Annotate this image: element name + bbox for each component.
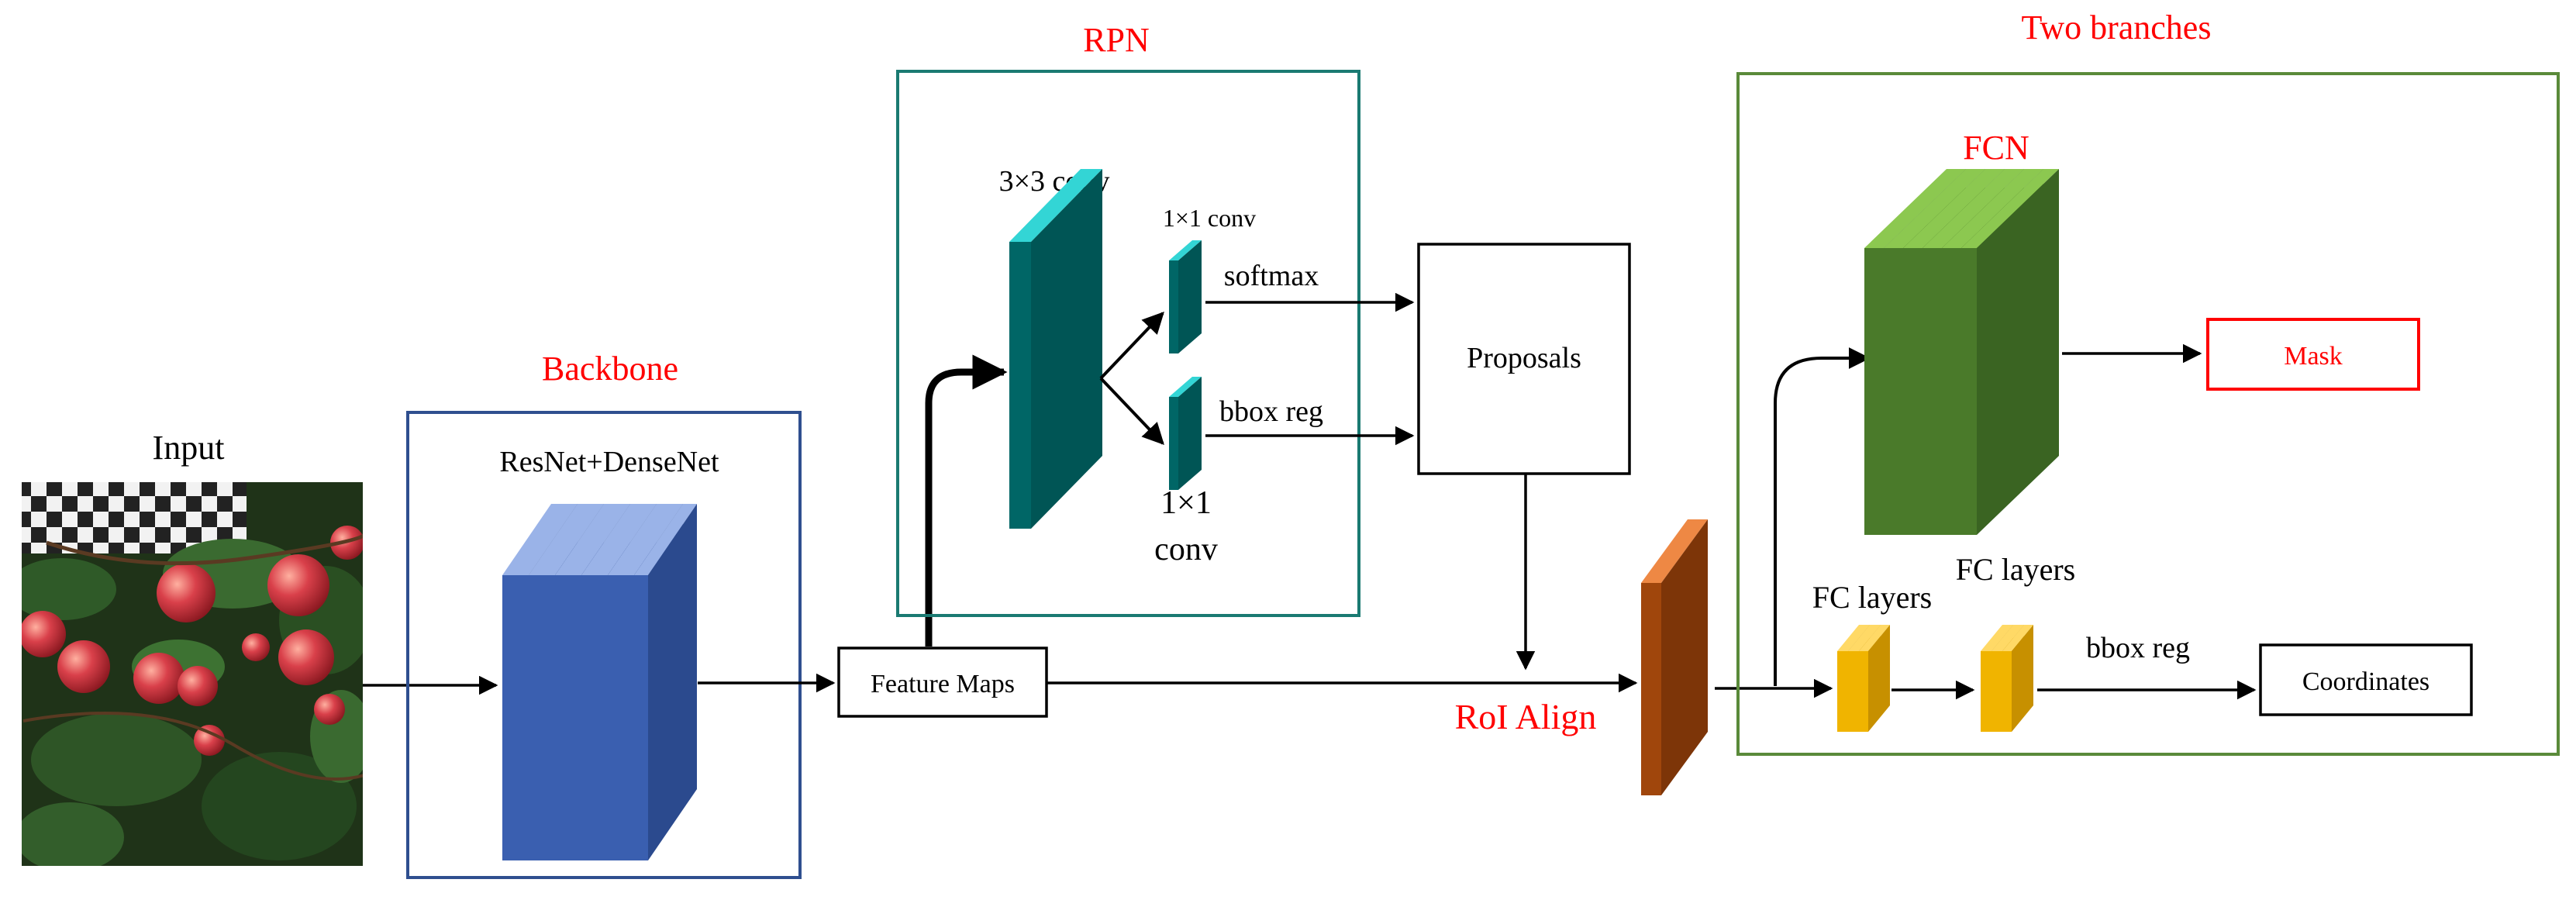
rpn-conv1-top-label: 1×1 conv bbox=[1163, 204, 1256, 232]
fc-layers-right-label: FC layers bbox=[1956, 552, 2075, 587]
fc-layers-left-label: FC layers bbox=[1812, 580, 1932, 615]
fc-layer bbox=[1859, 625, 1890, 732]
rpn-conv1-bottom-layer bbox=[1169, 377, 1202, 490]
arrow-feature-maps-to-rpn bbox=[925, 354, 1008, 647]
rpn-bbox-reg-label: bbox reg bbox=[1219, 395, 1323, 428]
mask-box bbox=[2206, 318, 2420, 391]
coordinates-label: Coordinates bbox=[2302, 667, 2429, 696]
proposals-box bbox=[1417, 243, 1631, 475]
rpn-conv1-bottom-label-line1: 1×1 bbox=[1160, 485, 1212, 521]
two-branches-title: Two branches bbox=[2022, 9, 2212, 47]
arrow-conv3-to-conv1-top bbox=[1099, 311, 1164, 380]
fcn-layer-stack bbox=[1864, 169, 2059, 535]
feature-maps-label: Feature Maps bbox=[871, 670, 1015, 698]
rpn-box bbox=[896, 70, 1360, 617]
input-title: Input bbox=[153, 429, 225, 467]
arrow-conv3-to-conv1-bottom bbox=[1099, 377, 1164, 446]
coordinates-box bbox=[2259, 643, 2473, 716]
rpn-conv3-layer bbox=[1009, 169, 1102, 529]
fc-layer bbox=[2002, 625, 2033, 732]
roi-align-label: RoI Align bbox=[1455, 697, 1597, 736]
input-apple-photo bbox=[22, 482, 363, 866]
rpn-title: RPN bbox=[1083, 21, 1150, 59]
two-branches-box bbox=[1736, 72, 2560, 756]
arrow-roi-to-fcn bbox=[1774, 347, 1871, 686]
fc-layers-stack-1 bbox=[1837, 625, 1890, 732]
backbone-subtitle: ResNet+DenseNet bbox=[499, 446, 719, 478]
rpn-conv1-top-layer bbox=[1169, 240, 1202, 353]
backbone-layer-stack bbox=[502, 504, 697, 860]
branch-bbox-reg-label: bbox reg bbox=[2086, 632, 2190, 664]
fc-layers-stack-2 bbox=[1981, 625, 2033, 732]
fcn-layer bbox=[1961, 169, 2059, 535]
backbone-title: Backbone bbox=[542, 350, 678, 388]
fcn-label: FCN bbox=[1963, 129, 2029, 167]
roi-align-layer bbox=[1641, 519, 1708, 795]
backbone-box bbox=[406, 411, 802, 879]
rpn-conv1-bottom-label-line2: conv bbox=[1154, 532, 1218, 567]
mask-label: Mask bbox=[2284, 342, 2343, 371]
backbone-layer bbox=[634, 504, 697, 860]
feature-maps-box bbox=[837, 647, 1048, 718]
proposals-label: Proposals bbox=[1467, 342, 1581, 374]
rpn-softmax-label: softmax bbox=[1224, 260, 1319, 292]
